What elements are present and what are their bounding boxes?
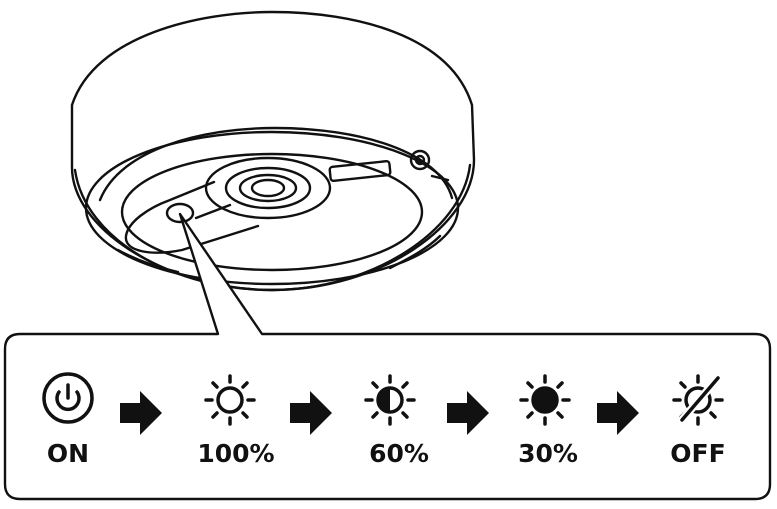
arrow-right-icon: [290, 391, 332, 435]
step-30: 30%: [518, 374, 578, 468]
step-60: 60%: [364, 374, 429, 468]
sun-full-icon: [204, 374, 256, 426]
arrow-right-icon: [120, 391, 162, 435]
step-on: ON: [42, 372, 94, 468]
power-icon: [42, 372, 94, 424]
sun-half-icon: [364, 374, 416, 426]
step-label-off: OFF: [670, 439, 725, 468]
step-label-100: 100%: [197, 439, 274, 468]
step-label-on: ON: [47, 439, 89, 468]
callout-box: [3, 212, 772, 501]
arrow-right-icon: [597, 391, 639, 435]
arrow-right-icon: [447, 391, 489, 435]
step-off: OFF: [670, 374, 726, 468]
step-100: 100%: [197, 374, 275, 468]
step-label-30: 30%: [518, 439, 578, 468]
ceiling-light-fixture: [70, 10, 476, 292]
sun-off-icon: [672, 374, 724, 426]
sun-solid-icon: [519, 374, 571, 426]
step-label-60: 60%: [369, 439, 429, 468]
